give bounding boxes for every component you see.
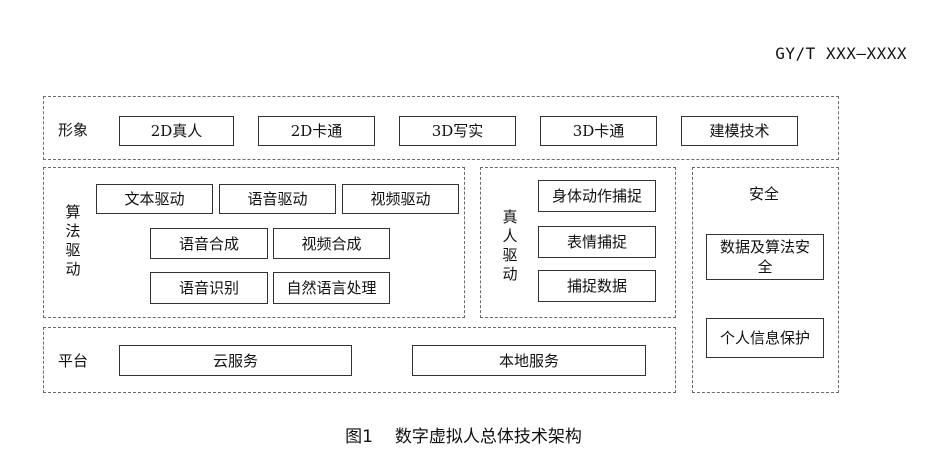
capture-data-box[interactable]: 捕捉数据	[538, 270, 656, 302]
video-driven-box[interactable]: 视频驱动	[342, 184, 459, 214]
algorithm-driven-label: 算法驱动	[65, 203, 81, 278]
speech-synthesis-box[interactable]: 语音合成	[150, 228, 268, 259]
nlp-box[interactable]: 自然语言处理	[273, 272, 390, 304]
image-2d-real-box[interactable]: 2D真人	[119, 116, 234, 146]
human-driven-label: 真人驱动	[502, 208, 518, 283]
modeling-tech-box[interactable]: 建模技术	[681, 116, 798, 146]
human-driven-layer	[480, 167, 676, 318]
local-service-box[interactable]: 本地服务	[412, 345, 646, 376]
figure-caption: 图1 数字虚拟人总体技术架构	[0, 422, 927, 447]
body-motion-capture-box[interactable]: 身体动作捕捉	[538, 180, 656, 212]
algorithm-driven-layer	[43, 167, 465, 318]
cloud-service-box[interactable]: 云服务	[119, 345, 352, 376]
speech-recognition-box[interactable]: 语音识别	[150, 272, 268, 304]
voice-driven-box[interactable]: 语音驱动	[219, 184, 336, 214]
image-layer	[43, 96, 839, 160]
personal-info-protection-box[interactable]: 个人信息保护	[706, 318, 824, 358]
text-driven-box[interactable]: 文本驱动	[96, 184, 213, 214]
security-label: 安全	[749, 185, 780, 203]
security-layer	[692, 167, 839, 393]
data-algorithm-security-box[interactable]: 数据及算法安全	[706, 234, 824, 280]
expression-capture-box[interactable]: 表情捕捉	[538, 226, 656, 258]
image-layer-label: 形象	[58, 121, 89, 139]
video-synthesis-box[interactable]: 视频合成	[273, 228, 390, 259]
platform-layer	[43, 327, 676, 393]
document-code: GY/T XXX—XXXX	[775, 44, 907, 63]
image-3d-realistic-box[interactable]: 3D写实	[399, 116, 516, 146]
platform-label: 平台	[58, 352, 89, 370]
image-3d-cartoon-box[interactable]: 3D卡通	[540, 116, 657, 146]
image-2d-cartoon-box[interactable]: 2D卡通	[258, 116, 375, 146]
figure-title: 数字虚拟人总体技术架构	[394, 427, 582, 447]
figure-number: 图1	[345, 427, 373, 447]
